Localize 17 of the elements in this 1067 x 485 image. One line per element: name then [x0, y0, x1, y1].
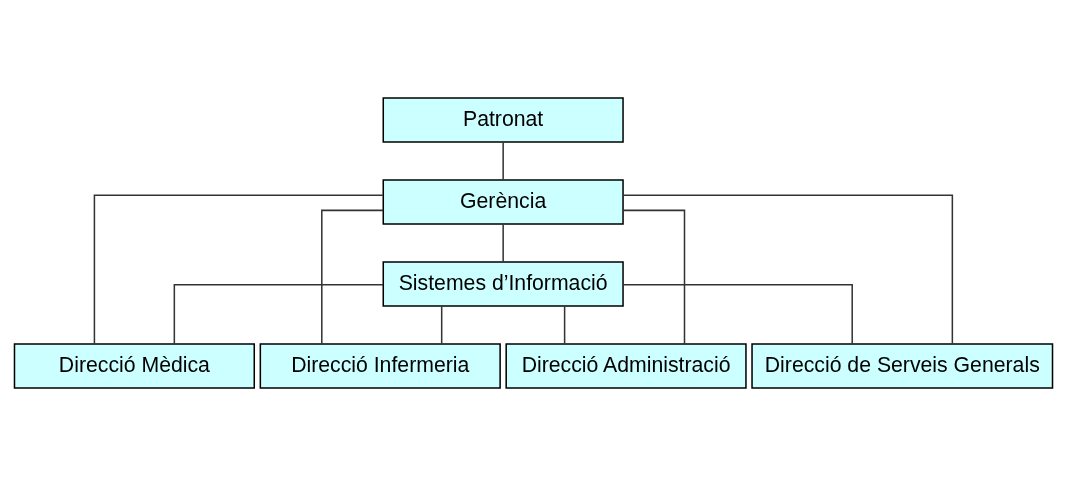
node-box: Direcció Mèdica [13, 342, 255, 389]
connector [502, 223, 504, 262]
node-box: Sistemes d’Informació [382, 260, 624, 307]
connector [93, 193, 384, 344]
node-box: Gerència [382, 178, 624, 225]
connector [622, 193, 954, 344]
connector [321, 209, 384, 344]
connector [502, 141, 504, 180]
connector [622, 209, 686, 344]
connector [173, 283, 384, 344]
connector [563, 305, 566, 344]
node-box: Direcció Infermeria [259, 342, 501, 389]
node-box: Direcció de Serveis Generals [751, 342, 1054, 389]
node-box: Direcció Administració [505, 342, 747, 389]
connector [622, 283, 853, 344]
connector [440, 305, 443, 344]
node-box: Patronat [382, 96, 624, 143]
